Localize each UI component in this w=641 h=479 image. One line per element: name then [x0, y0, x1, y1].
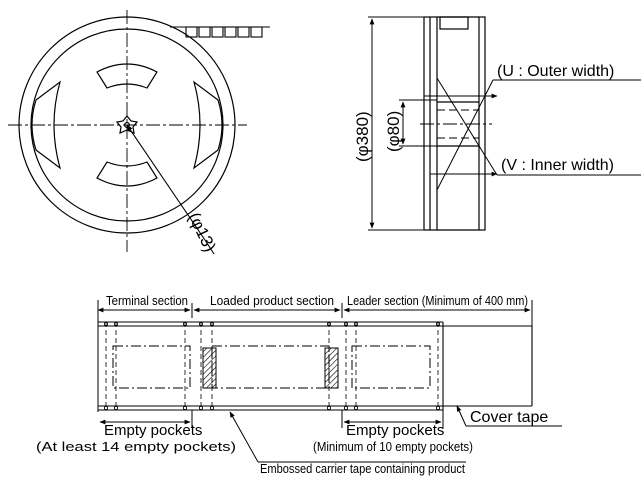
loaded-pocket-left [211, 345, 330, 389]
tape-pockets-on-reel [170, 26, 270, 38]
loaded-section-label: Loaded product section [210, 293, 334, 308]
sprocket-holes [104, 321, 440, 410]
cover-tape-leader [456, 405, 467, 427]
tape-pockets [112, 345, 431, 389]
empty-pocket-terminal [112, 345, 191, 389]
empty-pockets-left-label: Empty pockets [104, 422, 202, 439]
terminal-section-label: Terminal section [106, 293, 188, 308]
hub-diameter-label: (φ80) [384, 111, 403, 152]
reel-window-right [192, 80, 223, 170]
reel-side-flange-right [478, 16, 486, 231]
empty-pockets-right-label: Empty pockets [346, 422, 444, 439]
carrier-tape-leader [229, 411, 259, 463]
product-left [202, 347, 217, 389]
center-hole-leader [126, 124, 206, 241]
empty-pockets-left-note: (At least 14 empty pockets) [36, 439, 236, 454]
empty-pockets-right-note: (Minimum of 10 empty pockets) [313, 439, 473, 454]
hub-hidden-lines [437, 109, 479, 139]
reel-window-left [31, 80, 62, 170]
reel-window-top [96, 63, 158, 89]
pitch-lines [105, 322, 439, 410]
reel-side-view [423, 16, 486, 231]
outer-width-leader [436, 79, 494, 191]
leader-section-label: Leader section (Minimum of 400 mm) [347, 293, 528, 308]
inner-width-leader [436, 77, 498, 176]
reel-window-bottom [96, 161, 158, 187]
section-dimensions [97, 300, 533, 412]
outer-diameter-label: (φ380) [353, 111, 372, 162]
center-hole-label: (φ13) [184, 209, 219, 254]
reel-side-flange-left [429, 16, 438, 231]
reel-centerlines [8, 10, 247, 252]
cover-tape [443, 325, 533, 407]
outer-width-label: (U : Outer width) [497, 63, 614, 80]
cover-tape-label: Cover tape [470, 409, 548, 426]
inner-width-label: (V : Inner width) [501, 157, 614, 174]
carrier-tape [98, 321, 444, 411]
empty-pocket-leader [351, 345, 431, 389]
carrier-tape-label: Embossed carrier tape containing product [260, 461, 465, 476]
empty-pocket-dimensions [99, 410, 444, 428]
product-right [324, 347, 339, 389]
